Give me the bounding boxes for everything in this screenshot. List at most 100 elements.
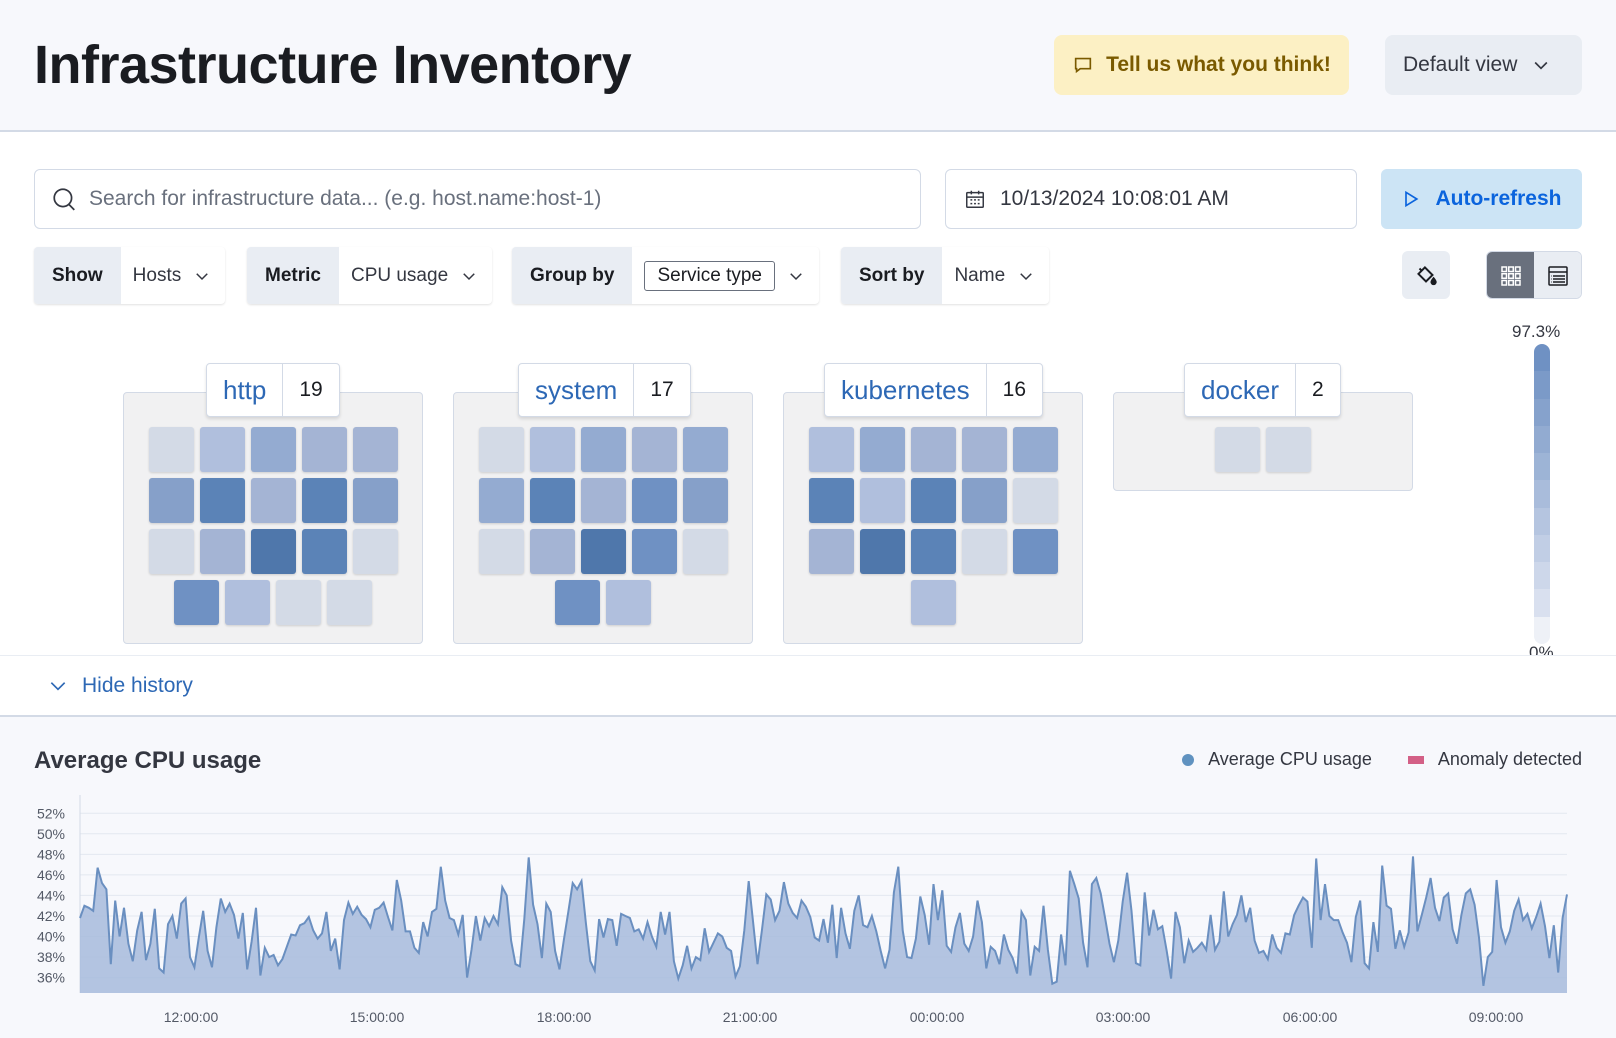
host-node[interactable] — [910, 478, 956, 523]
host-node[interactable] — [859, 427, 905, 472]
host-node[interactable] — [631, 529, 677, 574]
anomaly-swatch-icon — [1407, 755, 1424, 764]
host-node[interactable] — [1215, 427, 1260, 472]
host-node[interactable] — [478, 427, 524, 472]
group-count: 16 — [985, 363, 1042, 417]
group-name: http — [223, 374, 267, 405]
sort-by-filter-dropdown[interactable]: Name — [942, 247, 1049, 304]
host-node[interactable] — [301, 529, 347, 574]
host-node[interactable] — [580, 427, 626, 472]
legend-item-anomaly[interactable]: Anomaly detected — [1407, 749, 1582, 770]
host-node[interactable] — [682, 427, 728, 472]
host-node[interactable] — [529, 478, 575, 523]
host-node[interactable] — [478, 529, 524, 574]
host-node[interactable] — [1012, 529, 1058, 574]
group-count: 17 — [633, 363, 689, 417]
group-label-kubernetes[interactable]: kubernetes 16 — [824, 363, 1044, 417]
show-filter-value: Hosts — [132, 264, 182, 286]
host-node[interactable] — [580, 529, 626, 574]
table-view-button[interactable] — [1534, 252, 1581, 298]
host-node[interactable] — [478, 478, 524, 523]
legend-step — [1534, 562, 1550, 590]
host-node[interactable] — [148, 478, 194, 523]
series-area — [80, 856, 1567, 993]
color-legend-gradient — [1534, 344, 1550, 644]
host-node[interactable] — [910, 580, 956, 625]
group-box-kubernetes — [783, 392, 1083, 644]
calendar-icon — [966, 190, 984, 208]
host-node[interactable] — [1012, 427, 1058, 472]
host-node[interactable] — [301, 478, 347, 523]
y-tick-label: 50% — [37, 826, 65, 842]
host-node[interactable] — [199, 529, 245, 574]
feedback-button[interactable]: Tell us what you think! — [1054, 35, 1349, 95]
host-node[interactable] — [301, 427, 347, 472]
saved-view-selector[interactable]: Default view — [1385, 35, 1582, 95]
host-node[interactable] — [808, 478, 854, 523]
host-node[interactable] — [529, 529, 575, 574]
host-node[interactable] — [225, 580, 270, 625]
search-bar[interactable] — [34, 169, 921, 229]
host-node[interactable] — [682, 478, 728, 523]
paint-bucket-icon — [1417, 266, 1437, 286]
host-node[interactable] — [961, 478, 1007, 523]
host-node[interactable] — [276, 580, 321, 625]
date-picker[interactable]: 10/13/2024 10:08:01 AM — [945, 169, 1357, 229]
host-node[interactable] — [352, 427, 398, 472]
y-tick-label: 38% — [37, 949, 65, 965]
host-node[interactable] — [148, 427, 194, 472]
hide-history-button[interactable]: Hide history — [48, 674, 193, 698]
palette-button[interactable] — [1402, 251, 1450, 299]
host-node[interactable] — [327, 580, 372, 625]
host-node[interactable] — [910, 427, 956, 472]
host-node[interactable] — [808, 529, 854, 574]
sort-by-filter-value: Name — [954, 264, 1006, 286]
legend-anomaly-label: Anomaly detected — [1437, 749, 1582, 769]
legend-series-label: Average CPU usage — [1208, 749, 1372, 769]
legend-step — [1534, 534, 1550, 563]
host-node[interactable] — [631, 478, 677, 523]
legend-item-series[interactable]: Average CPU usage — [1182, 749, 1372, 770]
group-name: kubernetes — [841, 374, 970, 405]
host-node[interactable] — [250, 478, 296, 523]
host-node[interactable] — [174, 580, 219, 625]
host-node[interactable] — [1266, 427, 1311, 472]
host-node[interactable] — [808, 427, 854, 472]
host-node[interactable] — [1012, 478, 1058, 523]
host-node[interactable] — [631, 427, 677, 472]
host-node[interactable] — [682, 529, 728, 574]
host-node[interactable] — [961, 529, 1007, 574]
host-node[interactable] — [580, 478, 626, 523]
y-tick-label: 46% — [37, 867, 65, 883]
show-filter-dropdown[interactable]: Hosts — [121, 247, 226, 304]
metric-filter-dropdown[interactable]: CPU usage — [339, 247, 492, 304]
chevron-down-icon — [1020, 272, 1032, 280]
group-name: system — [535, 374, 618, 405]
group-label-http[interactable]: http 19 — [206, 363, 340, 417]
group-box-http — [123, 392, 423, 644]
host-node[interactable] — [199, 427, 245, 472]
map-view-button[interactable] — [1487, 252, 1534, 298]
group-by-filter-label: Group by — [512, 247, 633, 304]
host-node[interactable] — [910, 529, 956, 574]
group-by-filter-dropdown[interactable]: Service type — [632, 247, 819, 304]
host-node[interactable] — [555, 580, 600, 625]
node-grid — [147, 427, 399, 625]
group-label-system[interactable]: system 17 — [518, 363, 691, 417]
host-node[interactable] — [529, 427, 575, 472]
host-node[interactable] — [961, 427, 1007, 472]
host-node[interactable] — [199, 478, 245, 523]
host-node[interactable] — [352, 478, 398, 523]
host-node[interactable] — [606, 580, 651, 625]
speech-bubble-icon — [1074, 57, 1092, 74]
host-node[interactable] — [250, 427, 296, 472]
auto-refresh-button[interactable]: Auto-refresh — [1381, 169, 1582, 229]
host-node[interactable] — [250, 529, 296, 574]
host-node[interactable] — [859, 529, 905, 574]
search-input[interactable] — [89, 187, 909, 211]
group-label-docker[interactable]: docker 2 — [1184, 363, 1341, 417]
host-node[interactable] — [148, 529, 194, 574]
host-node[interactable] — [352, 529, 398, 574]
host-node[interactable] — [859, 478, 905, 523]
